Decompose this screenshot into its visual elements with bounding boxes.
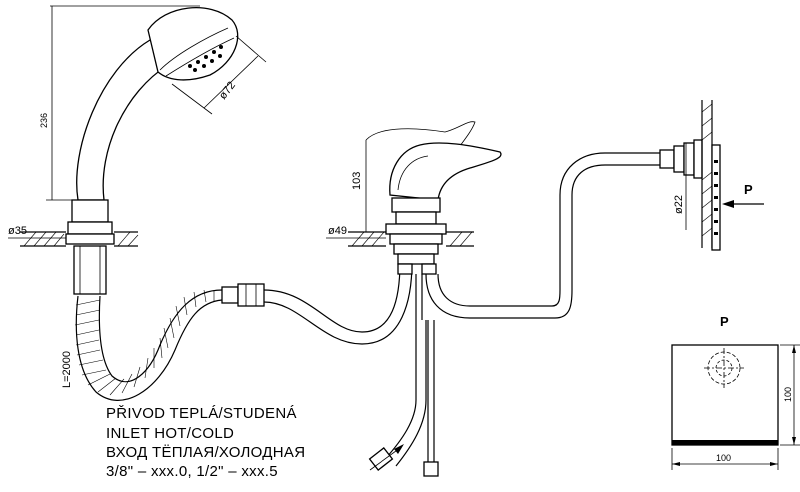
dimension-35: ø35 xyxy=(8,225,66,239)
dim-mixer-height: 103 xyxy=(351,172,363,190)
plate xyxy=(671,344,779,446)
dimension-103: 103 xyxy=(351,140,386,233)
dim-hose-length: L=2000 xyxy=(61,351,73,388)
dimension-hose-length: L=2000 xyxy=(61,351,73,388)
shower-handle xyxy=(76,39,169,201)
dimension-236: 236 xyxy=(39,5,200,201)
dim-plate-height: 100 xyxy=(783,387,793,402)
inlet-fitting-hot xyxy=(368,447,394,471)
shower-base-nut xyxy=(71,199,109,223)
dim-wall-connector-diameter: ø22 xyxy=(673,195,685,214)
plate-view-label: P xyxy=(720,314,729,329)
dimension-22: ø22 xyxy=(673,143,687,230)
mixer-body xyxy=(389,142,502,201)
pressure-label: P xyxy=(744,182,753,197)
inlet-hoses xyxy=(368,274,439,477)
plate-view: P 100 100 xyxy=(671,314,800,470)
dimension-49: ø49 xyxy=(326,225,386,239)
dim-shower-head-diameter: ø72 xyxy=(217,80,238,102)
shower-head xyxy=(147,7,239,81)
shower-assembly xyxy=(20,7,239,295)
dim-shower-base-diameter: ø35 xyxy=(8,225,27,237)
wall-connector xyxy=(659,100,721,251)
dim-plate-width: 100 xyxy=(716,453,731,463)
inlet-note-line2: INLET HOT/COLD xyxy=(106,425,234,442)
dim-shower-height: 236 xyxy=(39,113,49,128)
supply-pipe-wall xyxy=(425,164,660,319)
shower-shank xyxy=(73,245,107,295)
shower-nozzles xyxy=(188,45,223,72)
pressure-arrow: P xyxy=(722,182,764,208)
inlet-note-line4: 3/8" – xxx.0, 1/2" – xxx.5 xyxy=(106,463,278,480)
plate-hole-icon xyxy=(704,348,744,388)
hose-coupling xyxy=(221,286,239,304)
inlet-note-line1: PŘIVOD TEPLÁ/STUDENÁ xyxy=(106,405,297,422)
mixer-assembly xyxy=(348,121,502,275)
inlet-note: PŘIVOD TEPLÁ/STUDENÁ INLET HOT/COLD ВХОД… xyxy=(106,405,404,480)
supply-pipe-shower xyxy=(263,261,401,333)
dim-mixer-base-diameter: ø49 xyxy=(328,225,347,237)
spiral-hose xyxy=(74,283,265,401)
inlet-note-line3: ВХОД ТЁПЛАЯ/ХОЛОДНАЯ xyxy=(106,444,305,461)
